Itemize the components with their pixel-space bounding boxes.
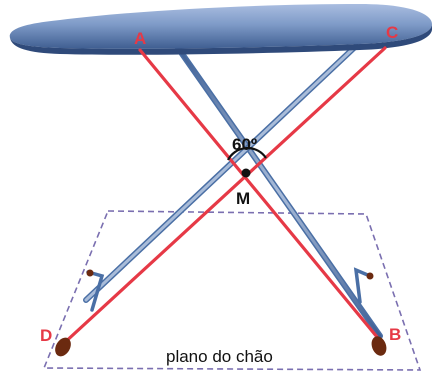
- segment-cd: [60, 46, 387, 347]
- angle-label: 60º: [232, 135, 257, 154]
- board-top: [9, 4, 433, 55]
- foot-d: [55, 337, 71, 357]
- segment-ab: [138, 48, 384, 345]
- floor-plane: [42, 210, 422, 371]
- label-c: C: [386, 23, 398, 42]
- floor-label: plano do chão: [166, 347, 273, 366]
- leg-frame: [83, 43, 383, 339]
- vertex-m: [241, 168, 251, 178]
- label-d: D: [40, 326, 52, 345]
- label-a: A: [134, 29, 146, 48]
- label-b: B: [389, 325, 401, 344]
- foot-b: [371, 336, 387, 356]
- angle-arc: [227, 146, 267, 161]
- label-m: M: [236, 189, 250, 208]
- segments: [60, 46, 387, 347]
